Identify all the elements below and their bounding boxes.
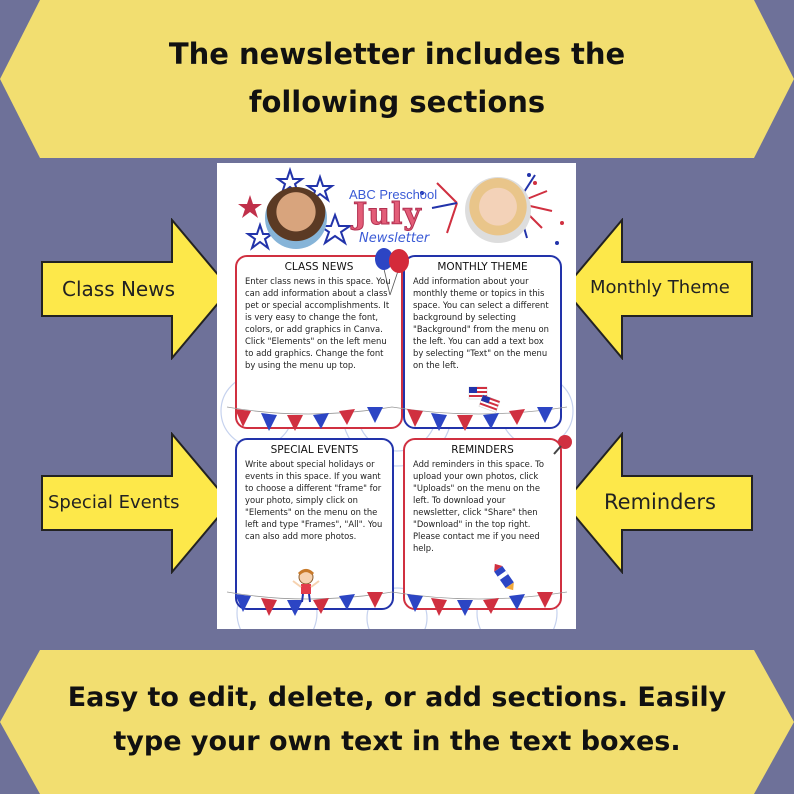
class-news-title: CLASS NEWS [284,261,354,273]
arrow-right-icon [41,218,232,360]
footer-line-1: Easy to edit, delete, or add sections. E… [67,682,727,713]
monthly-theme-arrow: Monthly Theme [562,218,754,360]
reminders-title: REMINDERS [451,444,514,456]
monthly-theme-label: Monthly Theme [590,277,730,298]
class-news-label: Class News [62,277,176,301]
special-events-text: Write about special holidays or events i… [245,459,383,541]
bunting-icon [226,406,568,431]
reminders-arrow: Reminders [562,432,754,574]
monthly-theme-card: MONTHLY THEME Add information about your… [403,255,562,429]
reminders-card: REMINDERS Add reminders in this space. T… [403,438,562,610]
footer-headline: Easy to edit, delete, or add sections. E… [0,676,794,764]
special-events-card: SPECIAL EVENTS Write about special holid… [235,438,394,610]
header-line-2: following sections [248,85,546,119]
banner-notches [0,0,794,158]
girl-icon [292,569,320,603]
newsletter-preview: ABC Preschool July Newsletter CLASS NEWS… [217,163,576,629]
footer-line-2: type your own text in the text boxes. [113,726,681,757]
arrow-left-icon [562,432,753,574]
balloon-icon [375,248,409,296]
special-events-label: Special Events [48,492,180,513]
monthly-theme-title: MONTHLY THEME [437,261,528,273]
child-photo-left [265,187,327,249]
header-line-1: The newsletter includes the [168,37,626,71]
child-photo-right [465,177,531,243]
class-news-card: CLASS NEWS Enter class news in this spac… [235,255,403,429]
monthly-theme-text: Add information about your monthly theme… [413,276,549,370]
special-events-arrow: Special Events [40,432,232,574]
reminders-label: Reminders [604,490,716,514]
top-banner [0,0,794,158]
class-news-arrow: Class News [40,218,232,360]
pushpin-icon [553,435,572,455]
banner-notches [0,650,794,794]
month-title: July [353,197,422,233]
arrow-right-icon [41,432,232,574]
rocket-icon [494,563,514,591]
school-name: ABC Preschool [349,187,438,202]
reminders-text: Add reminders in this space. To upload y… [413,459,544,553]
arrow-left-icon [562,218,753,360]
special-events-title: SPECIAL EVENTS [270,444,359,456]
class-news-text: Enter class news in this space. You can … [245,276,391,370]
header-headline: The newsletter includes the following se… [0,30,794,126]
bunting-icon [226,591,568,616]
newsletter-subtitle: Newsletter [359,231,430,246]
flag-icon [468,386,501,413]
bottom-banner [0,650,794,794]
